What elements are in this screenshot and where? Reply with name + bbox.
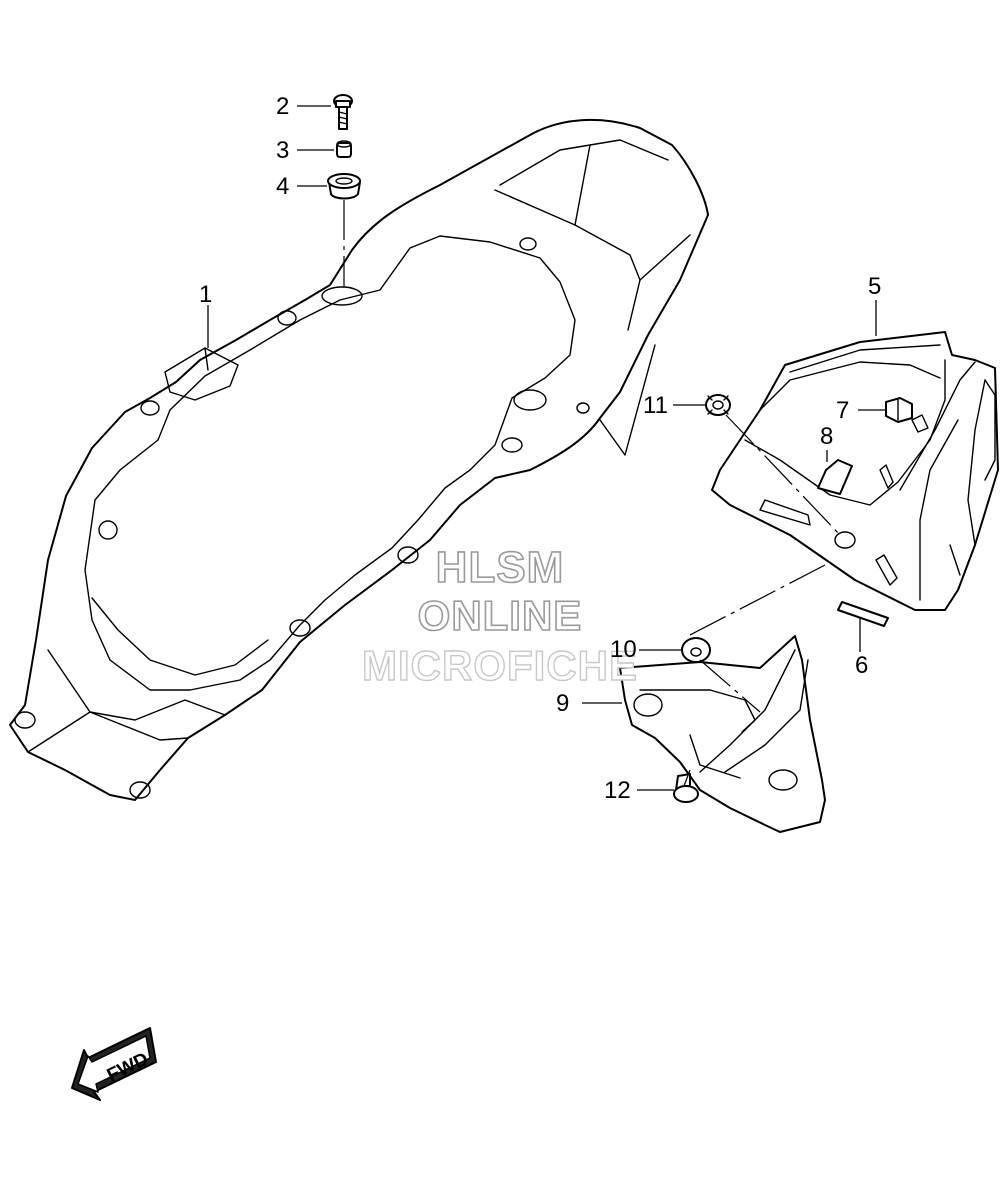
callout-5: 5 (868, 273, 882, 300)
center-lines (343, 200, 841, 787)
callout-7: 7 (836, 397, 850, 424)
part-1-cowl (9, 119, 709, 801)
callout-2: 2 (276, 93, 290, 120)
part-2-bolt (333, 94, 353, 130)
watermark-line-1: HLSM (435, 543, 565, 592)
callout-10: 10 (610, 636, 637, 663)
callout-3: 3 (276, 137, 290, 164)
part-11-nut (705, 394, 731, 416)
part-3-collar (336, 140, 352, 158)
part-5-inner-panel (711, 331, 999, 611)
part-9-lower-panel (619, 635, 826, 833)
callout-6: 6 (855, 652, 869, 679)
callout-12: 12 (604, 777, 631, 804)
watermark-line-3: MICROFICHE (361, 642, 638, 689)
part-12-rivet (673, 773, 699, 803)
fwd-arrow-icon: FWD (71, 1027, 157, 1101)
callout-9: 9 (556, 690, 570, 717)
part-6-strip (837, 601, 889, 627)
part-7-clip (885, 397, 913, 423)
callout-8: 8 (820, 423, 834, 450)
callout-11: 11 (643, 392, 668, 419)
part-8-cushion (817, 459, 853, 495)
watermark-line-2: ONLINE (417, 592, 583, 639)
leader-lines (207, 105, 886, 791)
callout-4: 4 (276, 173, 290, 200)
part-4-grommet (327, 173, 361, 200)
callout-1: 1 (199, 281, 213, 308)
